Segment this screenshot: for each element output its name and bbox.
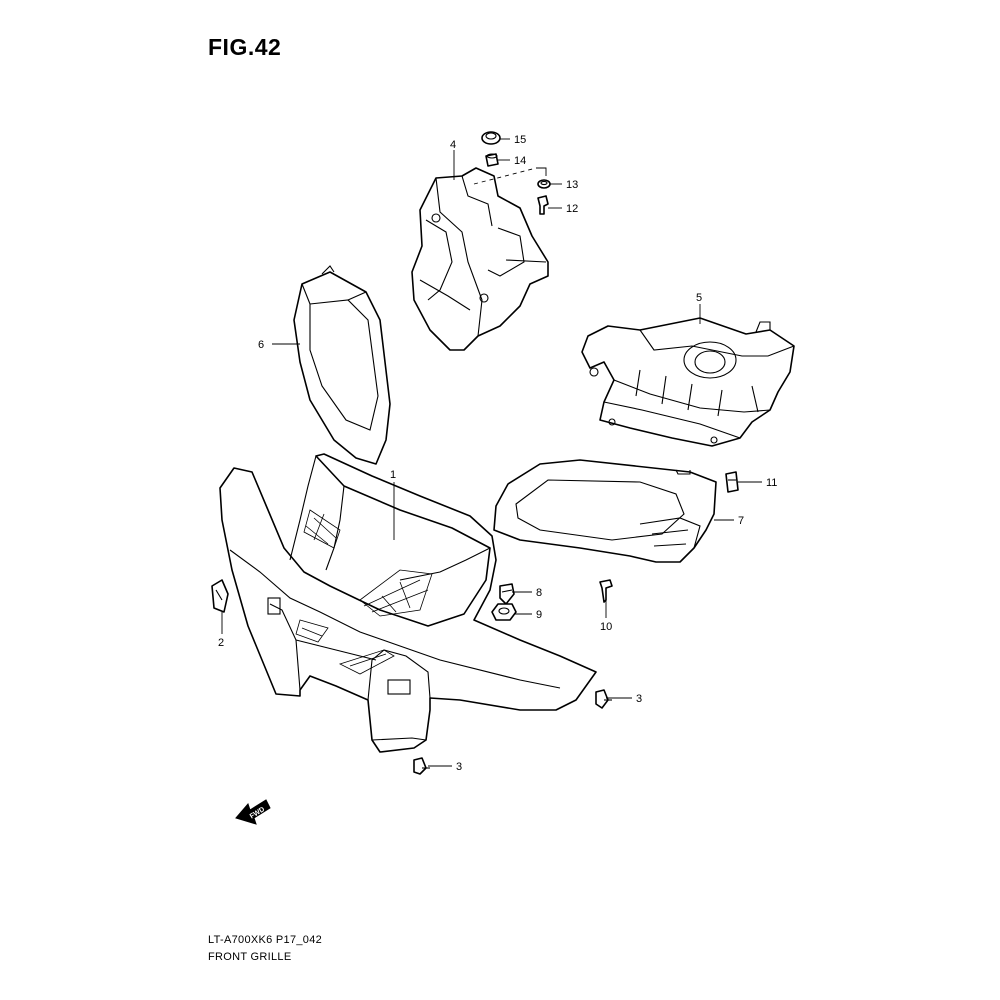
part-11-clip-nut [725, 471, 739, 493]
callout-15: 15 [514, 134, 526, 146]
part-7-side-duct [493, 459, 717, 563]
figure-code: LT-A700XK6 P17_042 [208, 934, 323, 946]
callout-12: 12 [566, 203, 578, 215]
callout-5: 5 [696, 292, 702, 304]
part-12-bolt [537, 195, 549, 215]
part-15-grommet [481, 131, 501, 145]
callout-9: 9 [536, 609, 542, 621]
part-10-screw [599, 579, 613, 603]
part-9-nut [491, 603, 517, 621]
part-6-headlight-surround [293, 265, 391, 465]
callout-numbers: 1 2 3 3 4 5 6 7 8 9 10 11 12 13 14 15 [218, 134, 777, 773]
part-14-collar [485, 153, 499, 167]
part-5-tray [581, 317, 795, 447]
part-3-rivet-right [595, 689, 612, 709]
callout-3-right: 3 [636, 693, 642, 705]
figure-name: FRONT GRILLE [208, 951, 292, 963]
callout-4: 4 [450, 139, 456, 151]
part-2-clip [211, 579, 229, 613]
leader-lines [221, 138, 762, 767]
part-1-front-grille [219, 453, 597, 753]
callout-1: 1 [390, 469, 396, 481]
callout-2: 2 [218, 637, 224, 649]
part-3-rivet-bottom [413, 757, 430, 775]
part-4-bracket [411, 167, 549, 351]
fwd-arrow-label: FWD [249, 806, 266, 820]
callout-6: 6 [258, 339, 264, 351]
callout-7: 7 [738, 515, 744, 527]
callout-13: 13 [566, 179, 578, 191]
callout-11: 11 [766, 477, 777, 489]
callout-3-bottom: 3 [456, 761, 462, 773]
part-8-screw [499, 583, 515, 605]
callout-10: 10 [600, 621, 612, 633]
callout-8: 8 [536, 587, 542, 599]
fwd-arrow-icon: FWD [235, 799, 271, 825]
part-13-nut [537, 179, 551, 189]
callout-14: 14 [514, 155, 526, 167]
figure-title: FIG.42 [208, 34, 282, 60]
